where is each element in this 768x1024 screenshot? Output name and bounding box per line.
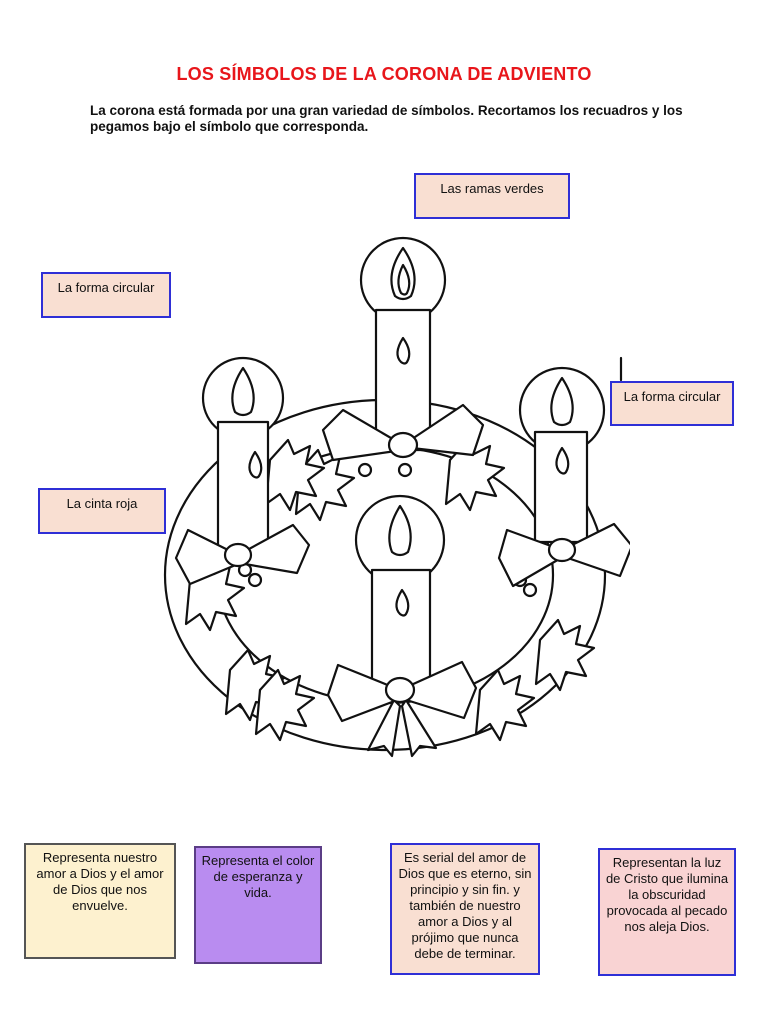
bow-left xyxy=(174,523,311,586)
candle-back-center xyxy=(359,236,447,452)
page-title: LOS SÍMBOLOS DE LA CORONA DE ADVIENTO xyxy=(176,64,592,84)
bow-right xyxy=(497,522,630,588)
bow-front xyxy=(326,660,478,758)
label-ramas-verdes: Las ramas verdes xyxy=(414,173,570,219)
card-luz-cristo: Representan la luz de Cristo que ilumina… xyxy=(598,848,736,976)
card-amor-eterno: Es serial del amor de Dios que es eterno… xyxy=(390,843,540,975)
label-forma-circular-right: La forma circular xyxy=(610,381,734,426)
card-amor-dios: Representa nuestro amor a Dios y el amor… xyxy=(24,843,176,959)
bow-back xyxy=(321,403,485,462)
candle-left xyxy=(201,356,285,554)
card-esperanza: Representa el color de esperanza y vida. xyxy=(194,846,322,964)
intro-text: La corona está formada por una gran vari… xyxy=(90,103,710,135)
candle-right xyxy=(518,366,606,544)
advent-wreath-illustration xyxy=(163,236,630,758)
label-cinta-roja: La cinta roja xyxy=(38,488,166,534)
candle-front-center xyxy=(354,494,446,687)
intro-line-1: La corona está formada por una gran vari… xyxy=(90,103,683,118)
label-forma-circular-left: La forma circular xyxy=(41,272,171,318)
intro-line-2: pegamos bajo el símbolo que corresponda. xyxy=(90,119,369,134)
holly-berries xyxy=(237,462,538,598)
